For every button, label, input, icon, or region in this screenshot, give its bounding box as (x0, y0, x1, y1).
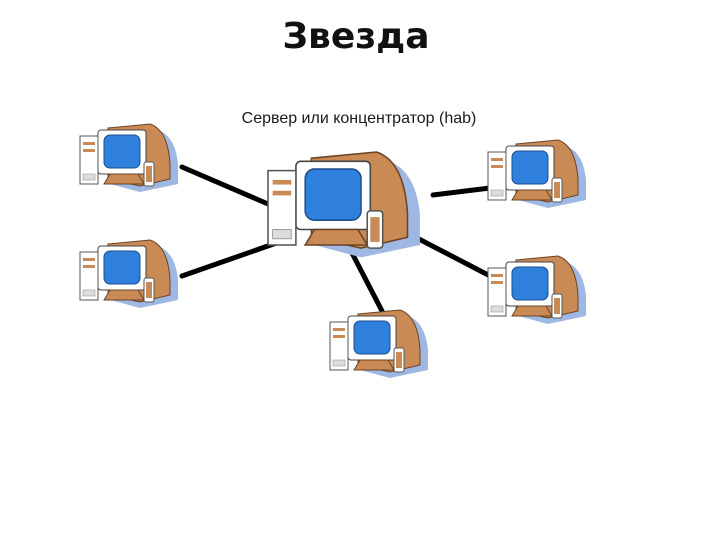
links-layer (179, 164, 497, 314)
link-pc-bottom-right-to-hub (412, 234, 497, 281)
computer-icon (267, 151, 421, 259)
workstation-pc-bottom (329, 309, 429, 379)
workstation-pc-top-right (487, 139, 587, 209)
computer-icon (487, 255, 587, 325)
workstation-pc-bottom-left (79, 239, 179, 309)
server-hub (267, 151, 421, 259)
computer-icon (79, 239, 179, 309)
link-pc-bottom-to-hub (349, 250, 385, 314)
workstation-pc-bottom-right (487, 255, 587, 325)
computer-icon (487, 139, 587, 209)
nodes-layer (79, 123, 587, 379)
diagram-title: Звезда (282, 16, 430, 57)
link-pc-top-right-to-hub (430, 185, 493, 198)
link-pc-top-left-to-hub (179, 164, 285, 213)
link-pc-bottom-left-to-hub (179, 237, 288, 279)
workstation-pc-top-left (79, 123, 179, 193)
computer-icon (79, 123, 179, 193)
computer-icon (329, 309, 429, 379)
hub-caption: Сервер или концентратор (hab) (241, 110, 477, 127)
